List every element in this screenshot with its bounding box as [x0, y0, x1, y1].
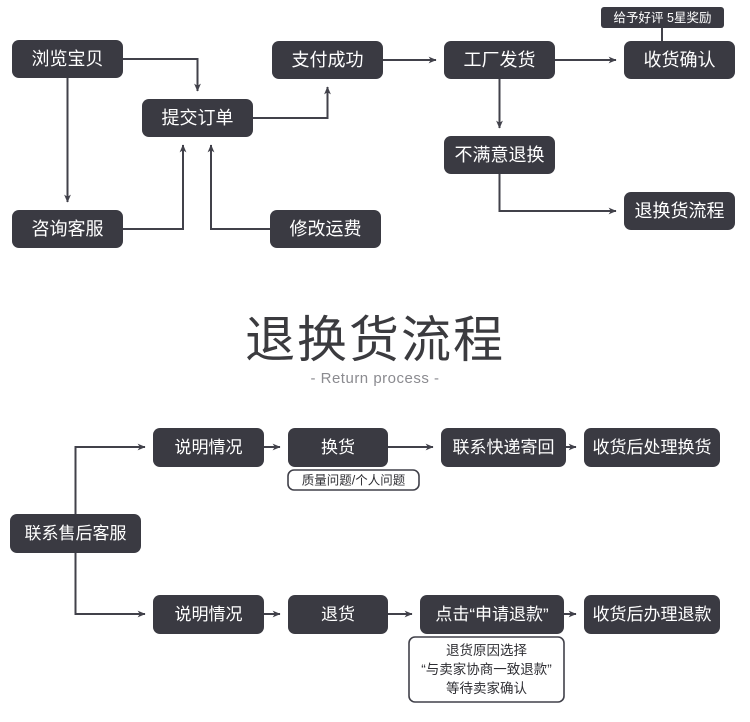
node-box	[142, 99, 253, 137]
node-box	[441, 428, 566, 467]
node-process-exchange[interactable]: 收货后处理换货	[584, 428, 720, 467]
node-submit-order[interactable]: 提交订单	[142, 99, 253, 137]
node-label: 换货	[321, 438, 355, 457]
node-box	[153, 595, 264, 634]
rating-reward-badge-group: 给予好评 5星奖励	[601, 7, 724, 28]
connector-aftersale-split-bottom	[74, 553, 146, 618]
connector-browse-to-submit	[123, 58, 201, 92]
node-return-goods[interactable]: 退货	[288, 595, 388, 634]
node-label: 浏览宝贝	[32, 49, 104, 69]
node-box	[12, 210, 123, 248]
node-box	[624, 41, 735, 79]
node-explain-bottom[interactable]: 说明情况	[153, 595, 264, 634]
page-subtitle: - Return process -	[310, 370, 439, 387]
rating-reward-badge[interactable]: 给予好评 5星奖励	[601, 7, 724, 28]
note-exchange-reason[interactable]: 质量问题/个人问题	[287, 469, 420, 491]
node-courier-back[interactable]: 联系快递寄回	[441, 428, 566, 467]
node-modify-freight[interactable]: 修改运费	[270, 210, 381, 248]
note-box	[408, 636, 565, 703]
node-box	[444, 136, 555, 174]
page-title: 退换货流程	[245, 312, 505, 368]
bottom-section-connectors	[74, 443, 577, 618]
node-box	[584, 595, 720, 634]
node-browse[interactable]: 浏览宝贝	[12, 40, 123, 78]
node-return-flow[interactable]: 退换货流程	[624, 192, 735, 230]
node-label: 提交订单	[162, 108, 234, 128]
node-label: 工厂发货	[464, 50, 536, 70]
node-box	[12, 40, 123, 78]
node-exchange[interactable]: 换货	[288, 428, 388, 467]
connector-consult-to-submit	[123, 144, 187, 230]
node-not-satisfied[interactable]: 不满意退换	[444, 136, 555, 174]
node-box	[624, 192, 735, 230]
node-box	[584, 428, 720, 467]
node-box	[270, 210, 381, 248]
node-label: 联系售后客服	[25, 524, 127, 543]
node-pay-success[interactable]: 支付成功	[272, 41, 383, 79]
node-factory-ship[interactable]: 工厂发货	[444, 41, 555, 79]
node-box	[10, 514, 141, 553]
node-label: 不满意退换	[455, 145, 545, 165]
node-explain-top[interactable]: 说明情况	[153, 428, 264, 467]
node-box	[444, 41, 555, 79]
node-label: 收货后办理退款	[593, 605, 712, 624]
node-consult-service[interactable]: 咨询客服	[12, 210, 123, 248]
connector-notsat-to-returnflow	[498, 174, 617, 215]
node-label: 修改运费	[290, 219, 362, 239]
node-label: 咨询客服	[32, 219, 104, 239]
node-label: 联系快递寄回	[453, 438, 555, 457]
badge-box	[601, 7, 724, 28]
connector-freight-to-submit	[207, 144, 270, 230]
node-label: 支付成功	[292, 50, 364, 70]
node-label: 点击“申请退款”	[435, 605, 549, 624]
node-label: 退换货流程	[635, 201, 725, 221]
top-section-connectors	[64, 28, 663, 230]
node-after-sale[interactable]: 联系售后客服	[10, 514, 141, 553]
node-label: 说明情况	[175, 438, 243, 457]
node-label: 退货	[321, 605, 355, 624]
node-label: 说明情况	[175, 605, 243, 624]
node-confirm-receipt[interactable]: 收货确认	[624, 41, 735, 79]
note-line: “与卖家协商一致退款”	[421, 661, 552, 677]
node-box	[420, 595, 564, 634]
note-line: 等待卖家确认	[446, 680, 527, 696]
note-label: 质量问题/个人问题	[302, 473, 406, 487]
node-click-refund[interactable]: 点击“申请退款”	[420, 595, 564, 634]
node-label: 收货后处理换货	[593, 438, 712, 457]
node-box	[288, 428, 388, 467]
bottom-section-nodes: 联系售后客服说明情况换货联系快递寄回收货后处理换货说明情况退货点击“申请退款”收…	[10, 428, 720, 634]
note-refund-reason[interactable]: 退货原因选择 “与卖家协商一致退款” 等待卖家确认	[408, 636, 565, 703]
node-box	[288, 595, 388, 634]
badge-label: 给予好评 5星奖励	[614, 11, 712, 25]
note-box	[287, 469, 420, 491]
node-box	[272, 41, 383, 79]
connector-aftersale-split-top	[74, 443, 146, 514]
node-label: 收货确认	[644, 50, 716, 70]
connector-submit-to-pay	[253, 86, 331, 119]
node-box	[153, 428, 264, 467]
note-line: 退货原因选择	[446, 642, 527, 658]
node-process-refund[interactable]: 收货后办理退款	[584, 595, 720, 634]
